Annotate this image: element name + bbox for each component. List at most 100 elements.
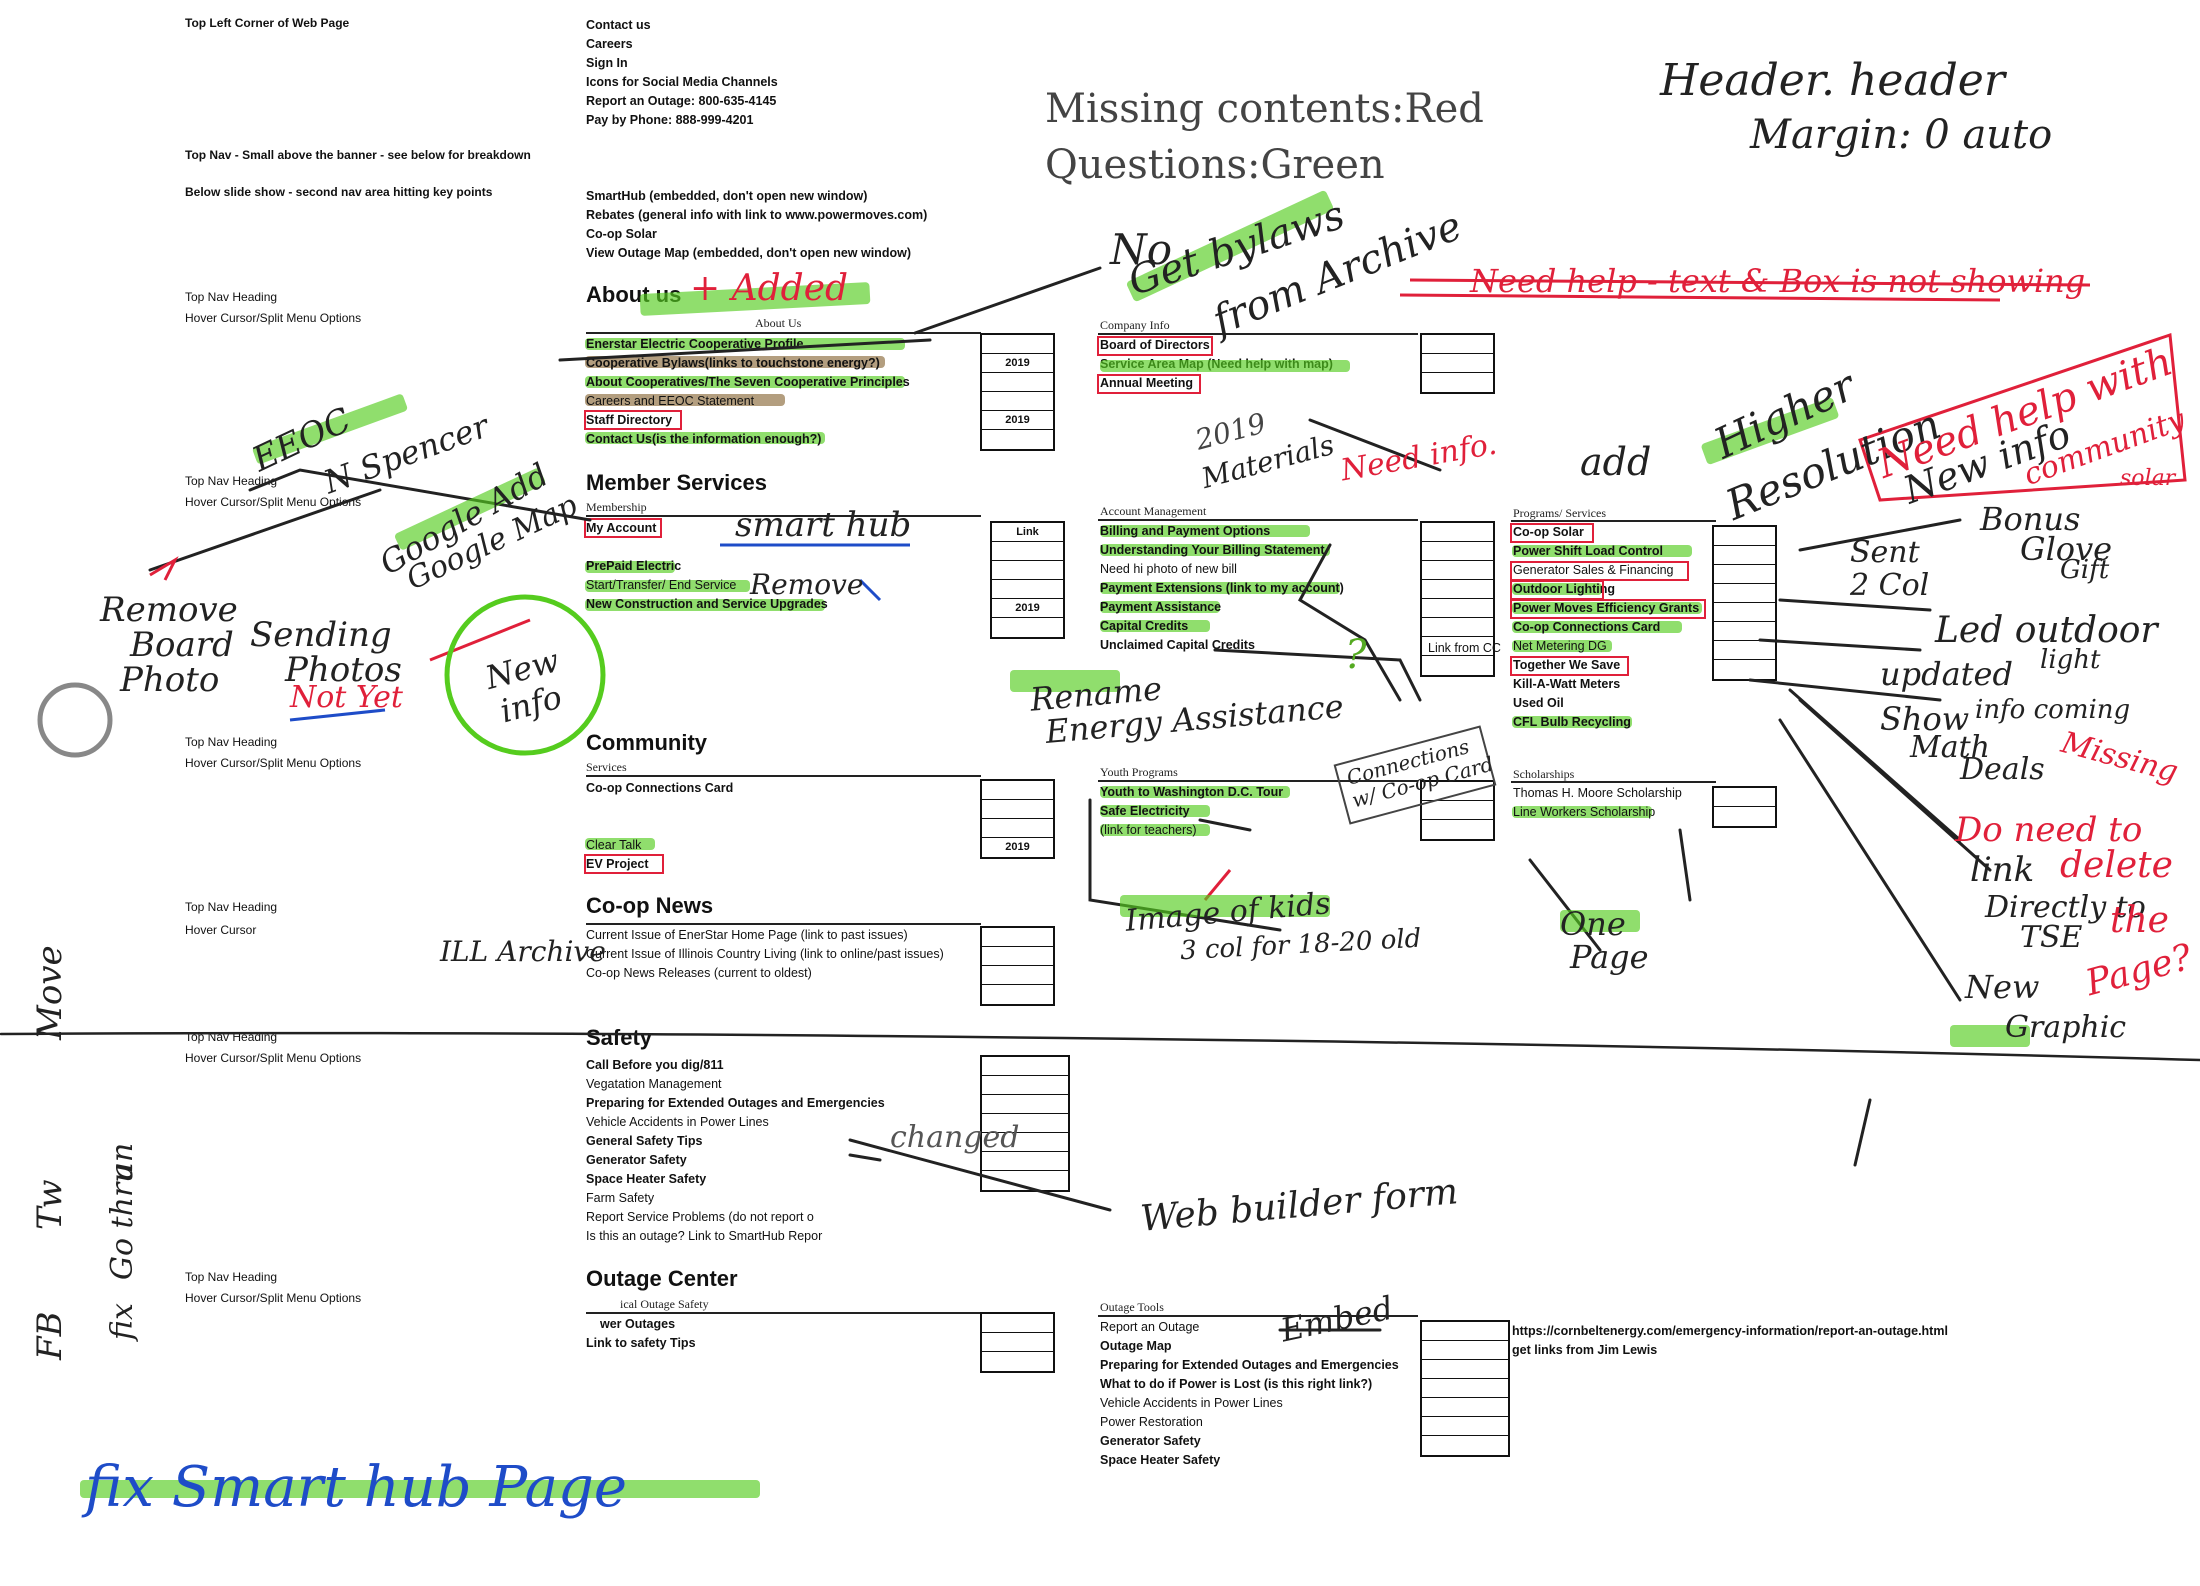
news-item[interactable]: Current Issue of EnerStar Home Page (lin… <box>586 928 908 942</box>
note-sent: Sent <box>1850 535 1920 570</box>
program-item[interactable]: Co-op Solar <box>1513 525 1584 539</box>
safety-item[interactable]: Vehicle Accidents in Power Lines <box>586 1115 769 1129</box>
outage-tool[interactable]: What to do if Power is Lost (is this rig… <box>1100 1377 1373 1391</box>
safety-item[interactable]: Vegatation Management <box>586 1077 722 1091</box>
nav-solar[interactable]: Co-op Solar <box>586 227 657 241</box>
community-list: Co-op Connections Card Clear Talk EV Pro… <box>586 779 733 874</box>
account-item[interactable]: Billing and Payment Options <box>1100 524 1271 538</box>
about-item[interactable]: Cooperative Bylaws(links to touchstone e… <box>586 356 880 370</box>
about-item[interactable]: Careers and EEOC Statement <box>586 394 755 408</box>
label-nav-heading: Top Nav Heading <box>185 290 278 304</box>
about-item[interactable]: About Cooperatives/The Seven Cooperative… <box>586 375 910 389</box>
safety-item[interactable]: General Safety Tips <box>586 1134 703 1148</box>
member-item[interactable]: PrePaid Electric <box>586 559 682 573</box>
company-item[interactable]: Board of Directors <box>1100 338 1210 352</box>
program-item[interactable]: Kill-A-Watt Meters <box>1513 677 1621 691</box>
account-item[interactable]: Unclaimed Capital Credits <box>1100 638 1255 652</box>
youth-item[interactable]: Safe Electricity <box>1100 804 1190 818</box>
program-item[interactable]: Power Moves Efficiency Grants <box>1513 601 1700 615</box>
safety-item[interactable]: Report Service Problems (do not report o <box>586 1210 814 1224</box>
note-link: link <box>1970 850 2035 890</box>
account-item[interactable]: Capital Credits <box>1100 619 1189 633</box>
heading-community[interactable]: Community <box>586 730 707 755</box>
sub-about: About Us <box>755 316 802 330</box>
scholarship-item[interactable]: Line Workers Scholarship <box>1513 805 1656 819</box>
link-pay-phone[interactable]: Pay by Phone: 888-999-4201 <box>586 113 754 127</box>
community-item[interactable]: Clear Talk <box>586 838 642 852</box>
program-item[interactable]: Co-op Connections Card <box>1513 620 1661 634</box>
note-show: Show <box>1880 700 1970 738</box>
heading-safety[interactable]: Safety <box>586 1025 653 1050</box>
account-item[interactable]: Payment Assistance <box>1100 600 1222 614</box>
note-go-thru: Go thru <box>105 1163 140 1280</box>
note-tw: Tw <box>30 1179 70 1230</box>
link-social[interactable]: Icons for Social Media Channels <box>586 75 778 89</box>
program-item[interactable]: Used Oil <box>1513 696 1564 710</box>
note-do-need: Do need to <box>1955 810 2143 850</box>
nav-outage-map[interactable]: View Outage Map (embedded, don't open ne… <box>586 246 911 260</box>
second-nav: SmartHub (embedded, don't open new windo… <box>586 187 927 263</box>
nav-rebates[interactable]: Rebates (general info with link to www.p… <box>586 208 928 222</box>
sub-youth: Youth Programs <box>1100 765 1178 779</box>
outage-tool[interactable]: Preparing for Extended Outages and Emerg… <box>1100 1358 1399 1372</box>
program-item[interactable]: Together We Save <box>1513 658 1621 672</box>
program-item[interactable]: Power Shift Load Control <box>1513 544 1663 558</box>
outage-item[interactable]: Link to safety Tips <box>586 1336 696 1350</box>
safety-item[interactable]: Farm Safety <box>586 1191 655 1205</box>
outage-tool[interactable]: Generator Safety <box>1100 1434 1201 1448</box>
account-item[interactable]: Need hi photo of new bill <box>1100 562 1237 576</box>
note-new-graphic-2: Graphic <box>2005 1010 2127 1045</box>
youth-item[interactable]: (link for teachers) <box>1100 823 1197 837</box>
note-updated: updated <box>1880 655 2013 693</box>
safety-item[interactable]: Preparing for Extended Outages and Emerg… <box>586 1096 885 1110</box>
scholarship-item[interactable]: Thomas H. Moore Scholarship <box>1513 786 1682 800</box>
outage-tool[interactable]: Vehicle Accidents in Power Lines <box>1100 1396 1283 1410</box>
heading-member[interactable]: Member Services <box>586 470 767 495</box>
nav-smarthub[interactable]: SmartHub (embedded, don't open new windo… <box>586 189 868 203</box>
link-report-outage[interactable]: Report an Outage: 800-635-4145 <box>586 94 777 108</box>
outage-url[interactable]: https://cornbeltenergy.com/emergency-inf… <box>1512 1324 1948 1338</box>
program-item[interactable]: Generator Sales & Financing <box>1513 563 1674 577</box>
program-item[interactable]: Net Metering DG <box>1513 639 1607 653</box>
heading-outage[interactable]: Outage Center <box>586 1266 738 1291</box>
about-item[interactable]: Staff Directory <box>586 413 673 427</box>
about-list: Enerstar Electric Cooperative Profile Co… <box>586 335 910 449</box>
program-item[interactable]: CFL Bulb Recycling <box>1513 715 1631 729</box>
youth-item[interactable]: Youth to Washington D.C. Tour <box>1100 785 1284 799</box>
community-item[interactable]: EV Project <box>586 857 649 871</box>
account-item[interactable]: Payment Extensions (link to my account) <box>1100 581 1344 595</box>
safety-item[interactable]: Call Before you dig/811 <box>586 1058 724 1072</box>
news-item[interactable]: Co-op News Releases (current to oldest) <box>586 966 812 980</box>
about-item[interactable]: Enerstar Electric Cooperative Profile <box>586 337 804 351</box>
safety-item[interactable]: Space Heater Safety <box>586 1172 707 1186</box>
note-no: No <box>1110 225 1173 274</box>
heading-news[interactable]: Co-op News <box>586 893 714 918</box>
outage-tool[interactable]: Space Heater Safety <box>1100 1453 1221 1467</box>
outage-item[interactable]: wer Outages <box>600 1317 676 1331</box>
link-careers[interactable]: Careers <box>586 37 633 51</box>
programs-list: Co-op Solar Power Shift Load Control Gen… <box>1513 523 1699 732</box>
member-item[interactable]: My Account <box>586 521 657 535</box>
sub-scholarships: Scholarships <box>1513 767 1575 781</box>
link-sign-in[interactable]: Sign In <box>586 56 628 70</box>
link-contact[interactable]: Contact us <box>586 18 651 32</box>
news-item[interactable]: Current Issue of Illinois Country Living… <box>586 947 944 961</box>
label-hover-split: Hover Cursor/Split Menu Options <box>185 495 362 509</box>
about-item[interactable]: Contact Us(is the information enough?) <box>586 432 822 446</box>
safety-item[interactable]: Is this an outage? Link to SmartHub Repo… <box>586 1229 823 1243</box>
sub-programs: Programs/ Services <box>1513 506 1606 520</box>
member-grid: Link 2019 <box>990 521 1065 639</box>
outage-tool[interactable]: Report an Outage <box>1100 1320 1200 1334</box>
outage-tool[interactable]: Power Restoration <box>1100 1415 1203 1429</box>
outage-tool[interactable]: Outage Map <box>1100 1339 1172 1353</box>
safety-item[interactable]: Generator Safety <box>586 1153 687 1167</box>
company-grid <box>1420 333 1495 394</box>
community-item[interactable]: Co-op Connections Card <box>586 781 734 795</box>
member-item[interactable]: Start/Transfer/ End Service <box>586 578 737 592</box>
program-item[interactable]: Outdoor Lighting <box>1513 582 1616 596</box>
company-item[interactable]: Annual Meeting <box>1100 376 1194 390</box>
account-item[interactable]: Understanding Your Billing Statement <box>1100 543 1325 557</box>
top-links: Contact us Careers Sign In Icons for Soc… <box>586 16 778 130</box>
member-item[interactable]: New Construction and Service Upgrades <box>586 597 828 611</box>
account-grid <box>1420 521 1495 677</box>
